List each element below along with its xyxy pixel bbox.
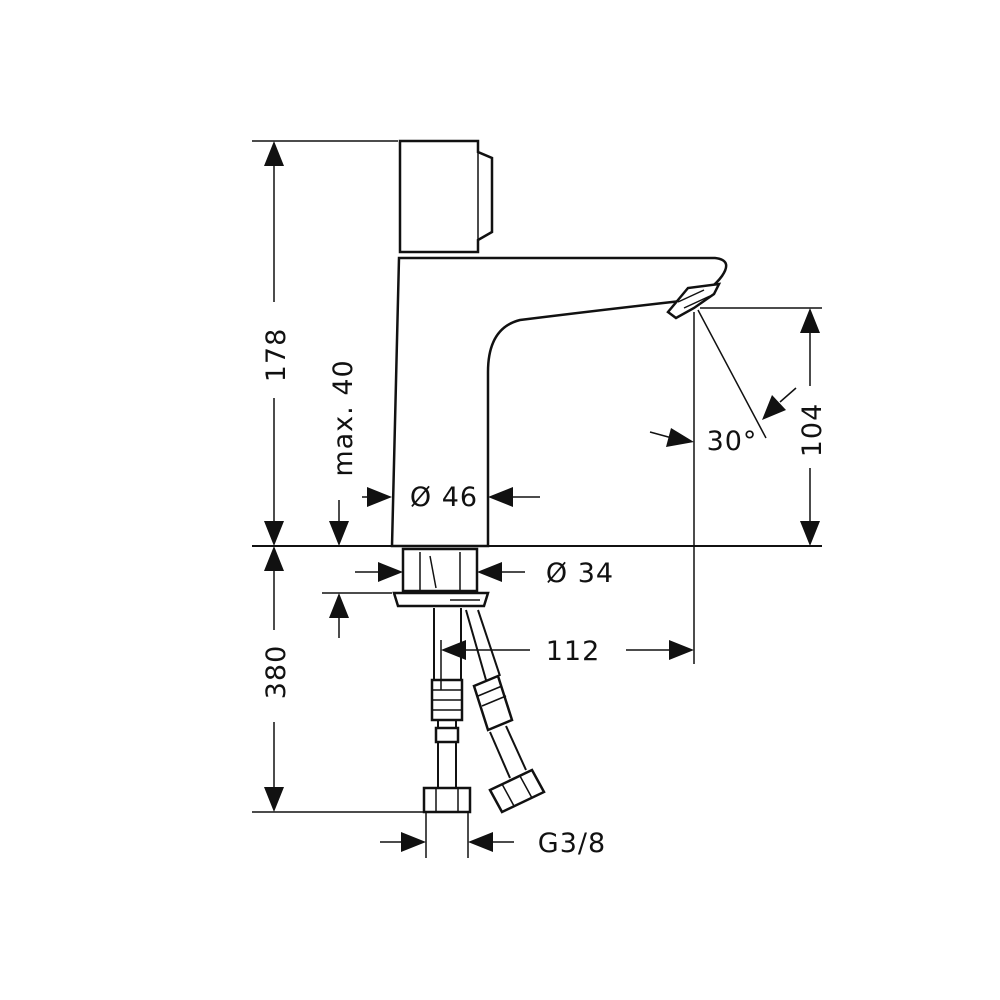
- dim-spray-angle-label: 30°: [707, 426, 758, 457]
- dim-hose-length-label: 380: [261, 645, 292, 700]
- dim-shank-diameter-label: Ø 34: [546, 558, 614, 589]
- dim-overall-height: 178: [252, 140, 398, 546]
- dim-hose-length: 380: [252, 546, 424, 813]
- dim-projection: 112: [440, 312, 695, 690]
- supply-hose-angled: [465, 609, 546, 814]
- dim-shank-diameter: Ø 34: [355, 558, 614, 589]
- dim-connection-thread: G3/8: [380, 812, 606, 859]
- dim-body-diameter-label: Ø 46: [410, 482, 478, 513]
- dim-spray-angle: 30°: [649, 309, 797, 457]
- dim-spout-height-label: 104: [797, 403, 828, 458]
- dim-connection-thread-label: G3/8: [538, 828, 606, 859]
- dim-body-diameter: Ø 46: [362, 482, 540, 513]
- dim-spout-height: 104: [700, 307, 828, 546]
- supply-hose-straight: [422, 608, 472, 814]
- dim-projection-label: 112: [546, 636, 601, 667]
- dim-max-deck: max. 40: [322, 359, 392, 638]
- dim-max-deck-label: max. 40: [328, 359, 359, 476]
- faucet-body: [390, 139, 728, 548]
- mounting-shank: [392, 547, 490, 608]
- dim-overall-height-label: 178: [261, 328, 292, 383]
